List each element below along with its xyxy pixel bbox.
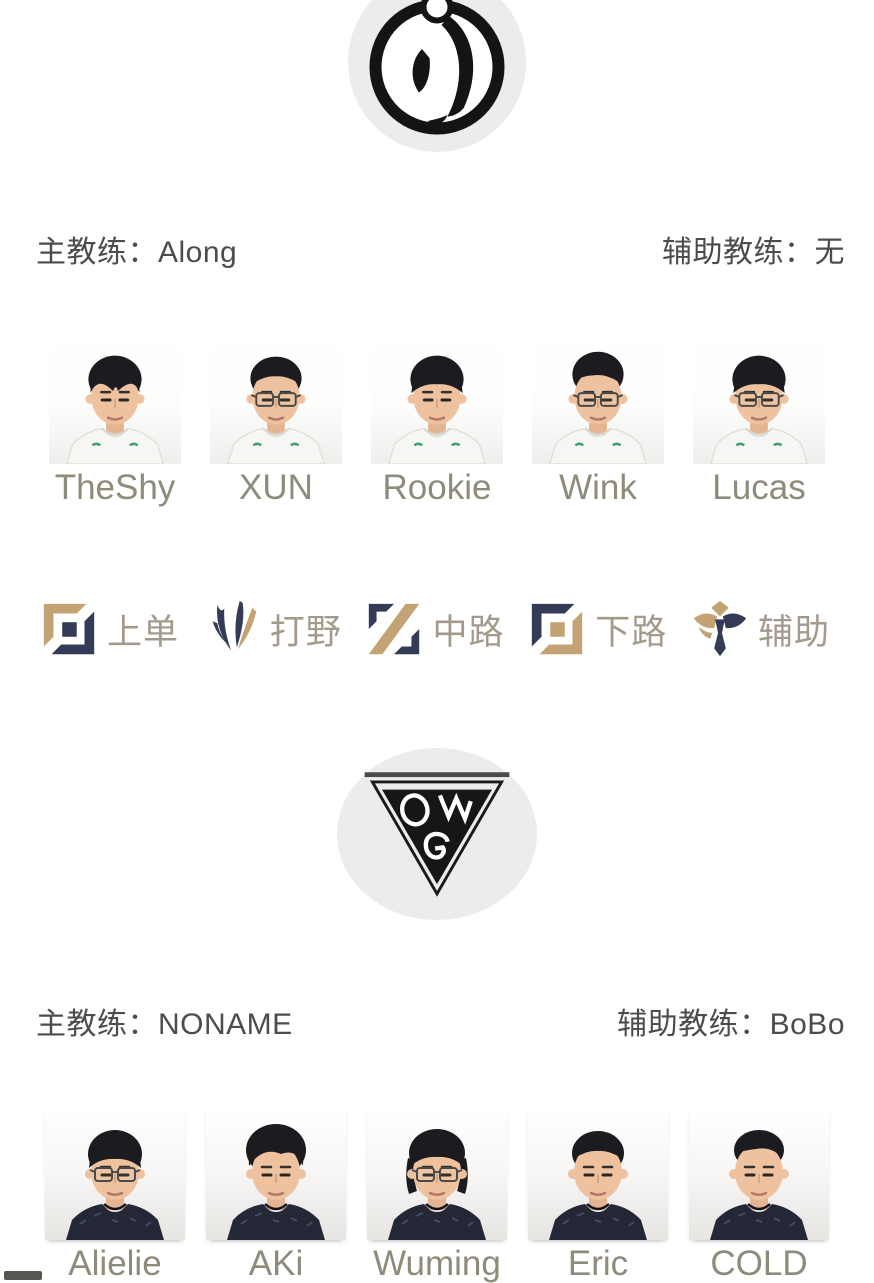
omg-team-logo bbox=[337, 748, 537, 920]
player-card[interactable]: Lucas bbox=[693, 334, 825, 507]
player-card[interactable]: Alielie bbox=[45, 1108, 185, 1283]
player-card[interactable]: COLD bbox=[689, 1108, 829, 1283]
role-legend: 上单 打野 中路 下路 辅助 bbox=[0, 598, 874, 660]
role-label: 打野 bbox=[269, 612, 342, 652]
ig-head-coach: 主教练：Along bbox=[36, 233, 237, 273]
jungle-icon bbox=[212, 600, 256, 651]
player-photo[interactable] bbox=[210, 334, 342, 464]
support-icon bbox=[693, 600, 747, 657]
player-photo[interactable] bbox=[206, 1108, 346, 1240]
player-photo[interactable] bbox=[532, 334, 664, 464]
player-name: Rookie bbox=[382, 468, 492, 507]
player-photo[interactable] bbox=[693, 334, 825, 464]
role-label: 中路 bbox=[432, 612, 505, 652]
omg-head-coach: 主教练：NONAME bbox=[36, 1005, 293, 1045]
role-item: 打野 bbox=[201, 598, 342, 660]
mid-lane-icon bbox=[369, 603, 420, 655]
player-name: Eric bbox=[567, 1244, 629, 1283]
player-photo[interactable] bbox=[49, 334, 181, 464]
player-name: TheShy bbox=[54, 468, 176, 507]
omg-players-row: Alielie AKi Wuming Eric COLD bbox=[0, 1108, 874, 1283]
player-card[interactable]: Rookie bbox=[371, 334, 503, 507]
player-card[interactable]: Eric bbox=[528, 1108, 668, 1283]
player-photo[interactable] bbox=[367, 1108, 507, 1240]
role-item: 中路 bbox=[363, 598, 504, 660]
assistant-coach-label: 辅助教练： bbox=[662, 236, 815, 269]
player-photo[interactable] bbox=[45, 1108, 185, 1240]
ig-assistant-coach: 辅助教练：无 bbox=[662, 233, 845, 273]
player-card[interactable]: Wink bbox=[532, 334, 664, 507]
bot-lane-icon bbox=[532, 603, 583, 655]
player-card[interactable]: AKi bbox=[206, 1108, 346, 1283]
player-name: COLD bbox=[710, 1244, 808, 1283]
player-card[interactable]: TheShy bbox=[49, 334, 181, 507]
head-coach-name: NONAME bbox=[158, 1008, 293, 1041]
player-photo[interactable] bbox=[689, 1108, 829, 1240]
role-item: 下路 bbox=[526, 598, 667, 660]
head-coach-label: 主教练： bbox=[36, 1008, 158, 1041]
omg-coach-row: 主教练：NONAME 辅助教练：BoBo bbox=[36, 1005, 845, 1045]
player-name: Lucas bbox=[712, 468, 806, 507]
role-label: 辅助 bbox=[757, 612, 830, 652]
player-name: XUN bbox=[239, 468, 313, 507]
ig-players-row: TheShy XUN Rookie Wink Lucas bbox=[0, 334, 874, 507]
player-name: AKi bbox=[248, 1244, 304, 1283]
top-lane-icon bbox=[43, 603, 95, 655]
role-item: 辅助 bbox=[689, 598, 830, 660]
ig-coach-row: 主教练：Along 辅助教练：无 bbox=[36, 233, 845, 273]
head-coach-name: Along bbox=[158, 236, 238, 269]
player-name: Wuming bbox=[373, 1244, 501, 1283]
player-card[interactable]: Wuming bbox=[367, 1108, 507, 1283]
player-name: Wink bbox=[559, 468, 637, 507]
ig-logo-icon bbox=[369, 0, 505, 135]
omg-assistant-coach: 辅助教练：BoBo bbox=[617, 1005, 845, 1045]
omg-logo-icon bbox=[364, 772, 510, 897]
assistant-coach-name: BoBo bbox=[769, 1008, 845, 1041]
role-label: 下路 bbox=[595, 612, 668, 652]
ig-team-logo bbox=[348, 0, 526, 152]
player-name: Alielie bbox=[68, 1244, 162, 1283]
head-coach-label: 主教练： bbox=[36, 236, 158, 269]
player-photo[interactable] bbox=[371, 334, 503, 464]
player-card[interactable]: XUN bbox=[210, 334, 342, 507]
bottom-left-artifact bbox=[4, 1271, 42, 1280]
role-label: 上单 bbox=[107, 612, 180, 652]
role-item: 上单 bbox=[38, 598, 179, 660]
player-photo[interactable] bbox=[528, 1108, 668, 1240]
assistant-coach-name: 无 bbox=[814, 236, 845, 269]
assistant-coach-label: 辅助教练： bbox=[617, 1008, 770, 1041]
